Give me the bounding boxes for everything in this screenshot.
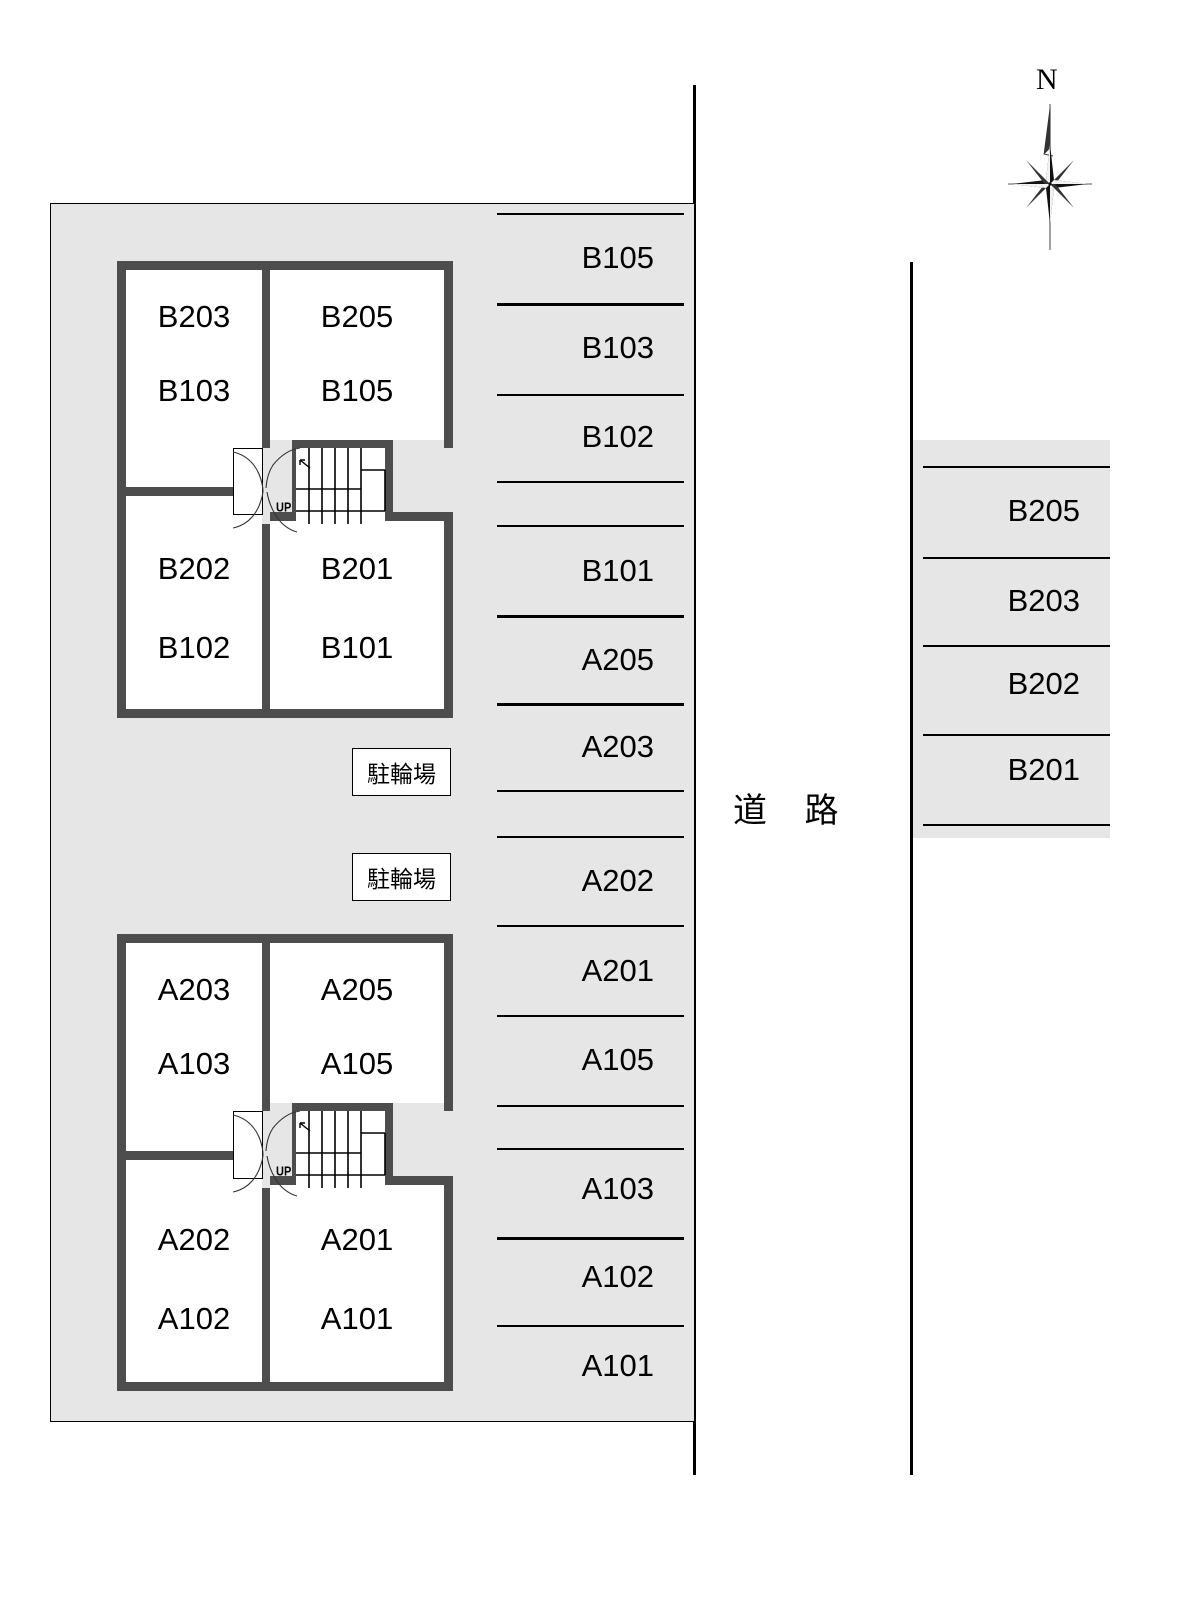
site-lot-east: [913, 440, 1110, 838]
stall-divider: [497, 1015, 684, 1017]
room-lower-label: B102: [157, 630, 231, 665]
building-a-wall-corridor-mid: [117, 1151, 233, 1160]
parking-stall-label: A103: [581, 1171, 654, 1206]
stall-divider: [497, 394, 684, 396]
stall-divider: [497, 1237, 684, 1240]
stall-divider: [923, 824, 1110, 826]
parking-stall-label: B102: [581, 419, 654, 454]
stall-divider: [497, 1105, 684, 1107]
parking-stall-label: B203: [1007, 583, 1080, 618]
building-b-wall-mid-upper: [262, 261, 270, 448]
room-lower-label: B103: [157, 373, 231, 408]
stall-divider: [497, 303, 684, 306]
building-a-wall-stair-left: [292, 1103, 296, 1197]
room-a201-a101: A201 A101: [270, 1185, 444, 1382]
door-swing-a: [232, 1110, 301, 1197]
room-b205-b105: B205 B105: [270, 270, 444, 440]
stair-treads-icon: [296, 1111, 386, 1188]
room-upper-label: A205: [320, 972, 394, 1007]
building-b-wall-corridor-mid: [117, 487, 233, 496]
parking-stall-label: A201: [581, 953, 654, 988]
room-lower-label: A102: [157, 1301, 231, 1336]
door-swing-b: [232, 447, 301, 533]
room-lower-label: A101: [320, 1301, 394, 1336]
building-b-wall-right-upper: [444, 261, 453, 448]
building-b-wall-top: [117, 261, 453, 270]
stair-treads-icon: [296, 448, 386, 524]
building-b-wall-stair-left: [292, 440, 296, 533]
building-a-wall-stair-top: [292, 1103, 393, 1111]
compass-north-label: N: [1036, 63, 1058, 96]
room-upper-label: B205: [320, 299, 394, 334]
parking-stall-label: B101: [581, 553, 654, 588]
parking-stall-label: A105: [581, 1042, 654, 1077]
stall-divider: [497, 925, 684, 927]
stall-divider: [923, 557, 1110, 559]
building-b-wall-right-lower: [444, 512, 453, 718]
building-a-wall-right-upper: [444, 934, 453, 1111]
parking-stall-label: B205: [1007, 493, 1080, 528]
room-upper-label: B203: [157, 299, 231, 334]
room-upper-label: A203: [157, 972, 231, 1007]
stall-divider: [497, 703, 684, 706]
building-b-wall-stair-top: [292, 440, 393, 448]
building-a-wall-bottom: [117, 1382, 453, 1391]
room-lower-label: A103: [157, 1046, 231, 1081]
room-upper-label: A202: [157, 1222, 231, 1257]
stairs-b: [296, 448, 386, 524]
building-b-wall-bottom: [117, 709, 453, 718]
stairs-a: [296, 1111, 386, 1188]
parking-stall-label: B201: [1007, 752, 1080, 787]
stair-up-label: UP: [276, 501, 292, 515]
stall-divider: [923, 645, 1110, 647]
bike-parking-2: 駐輪場: [352, 853, 451, 901]
stall-divider: [497, 615, 684, 618]
building-a-wall-right-lower: [444, 1176, 453, 1391]
building-a-wall-left: [117, 934, 126, 1391]
stall-divider: [497, 525, 684, 527]
stair-up-label: UP: [276, 1165, 292, 1179]
room-upper-label: A201: [320, 1222, 394, 1257]
parking-stall-label: A101: [581, 1348, 654, 1383]
stall-divider: [923, 466, 1110, 468]
parking-stall-label: A203: [581, 729, 654, 764]
stall-divider: [497, 1325, 684, 1327]
room-b201-b101: B201 B101: [270, 521, 444, 709]
compass-rose-icon: [1008, 104, 1092, 250]
stall-divider: [497, 1148, 684, 1150]
building-a-wall-stair-right: [385, 1103, 393, 1197]
stall-divider: [497, 481, 684, 483]
room-upper-label: B202: [157, 551, 231, 586]
building-a-wall-mid-lower: [262, 1188, 270, 1391]
parking-stall-label: A205: [581, 642, 654, 677]
parking-stall-label: B105: [581, 240, 654, 275]
stall-divider: [923, 734, 1110, 736]
parking-stall-label: B103: [581, 330, 654, 365]
parking-stall-label: A202: [581, 863, 654, 898]
room-b202-b102: B202 B102: [126, 496, 262, 709]
road-boundary-east: [910, 262, 913, 1475]
building-b-wall-stair-right: [385, 440, 393, 533]
room-upper-label: B201: [320, 551, 394, 586]
building-b-wall-mid-lower: [262, 524, 270, 718]
room-lower-label: B101: [320, 630, 394, 665]
bike-parking-1: 駐輪場: [352, 748, 451, 796]
building-a-wall-mid-upper: [262, 934, 270, 1111]
building-a-wall-top: [117, 934, 453, 943]
room-a205-a105: A205 A105: [270, 943, 444, 1103]
parking-stall-label: A102: [581, 1259, 654, 1294]
parking-stall-label: B202: [1007, 666, 1080, 701]
stall-divider: [497, 836, 684, 838]
room-lower-label: A105: [320, 1046, 394, 1081]
road-label: 道 路: [733, 792, 853, 830]
stall-divider: [497, 213, 684, 215]
stall-divider: [497, 790, 684, 792]
room-a202-a102: A202 A102: [126, 1160, 262, 1382]
room-lower-label: B105: [320, 373, 394, 408]
